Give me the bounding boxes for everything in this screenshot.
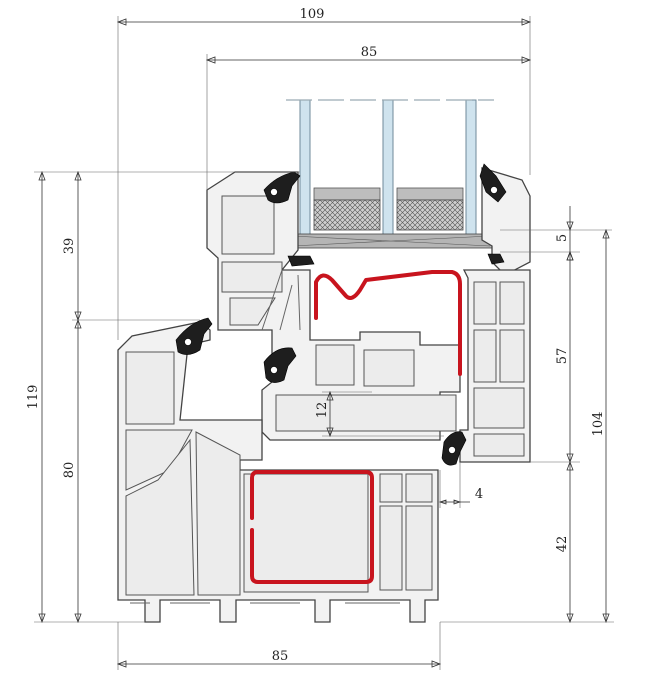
triple-glazing-unit xyxy=(285,99,497,249)
desiccant-right xyxy=(396,199,464,231)
dim-label-left-frame: 80 xyxy=(62,462,77,479)
dim-label-top-total: 109 xyxy=(300,7,325,22)
gaskets xyxy=(175,163,507,466)
dim-label-gap: 4 xyxy=(475,487,483,502)
dim-label-right-total: 104 xyxy=(591,412,606,437)
spacer-bar-left xyxy=(313,187,381,201)
frame-steel-reinforcement xyxy=(250,470,374,584)
spacer-bar-right xyxy=(396,187,464,201)
glass-pane-outer xyxy=(299,99,311,246)
glass-pane-inner xyxy=(465,99,477,246)
dim-label-inner-overlap: 12 xyxy=(315,402,330,419)
dim-label-right-glazing: 5 xyxy=(555,234,570,242)
dim-label-bottom-frame: 85 xyxy=(272,649,289,664)
desiccant-left xyxy=(313,199,381,231)
dimension-lines xyxy=(34,16,614,670)
dim-label-right-sash: 57 xyxy=(555,348,570,365)
dim-label-left-sash: 39 xyxy=(62,238,77,255)
dim-label-left-total: 119 xyxy=(26,385,41,410)
dim-label-right-frame: 42 xyxy=(555,536,570,553)
sash-steel-reinforcement xyxy=(314,270,462,376)
dim-label-top-sash: 85 xyxy=(361,45,378,60)
glass-pane-middle xyxy=(382,99,394,246)
